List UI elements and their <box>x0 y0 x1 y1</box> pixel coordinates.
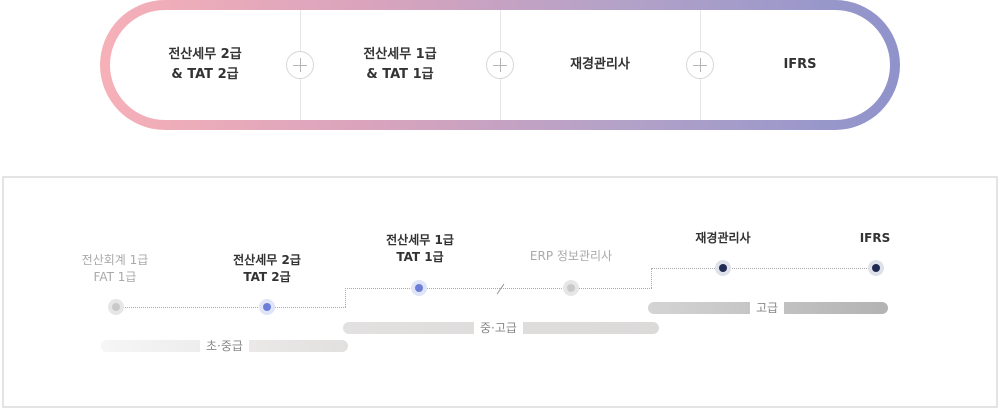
certification-path-pill: 전산세무 2급 & TAT 2급 전산세무 1급 & TAT 1급 재경관리사 … <box>100 0 900 130</box>
roadmap-item-5-line1: 재경관리사 <box>695 231 751 245</box>
roadmap-item-3-dot <box>411 280 427 296</box>
roadmap-item-1-line1: 전산회계 1급 <box>81 253 149 267</box>
step-2-line2: & TAT 1급 <box>366 67 434 82</box>
roadmap-item-5-dot <box>715 260 731 276</box>
roadmap-connector <box>116 307 346 308</box>
roadmap-item-1-line2: FAT 1급 <box>93 270 137 284</box>
step-3-line1: 재경관리사 <box>570 57 630 72</box>
step-4: IFRS <box>700 10 900 120</box>
step-1-line1: 전산세무 2급 <box>168 47 242 62</box>
roadmap-item-6-line1: IFRS <box>859 231 891 245</box>
roadmap-item-4-dot <box>563 280 579 296</box>
step-2: 전산세무 1급 & TAT 1급 <box>300 10 500 120</box>
roadmap-item-4-label: ERP 정보관리사 <box>511 248 631 265</box>
plus-icon <box>286 51 314 79</box>
plus-icon <box>486 51 514 79</box>
step-3: 재경관리사 <box>500 10 700 120</box>
level-label-beginner: 초·중급 <box>200 339 249 353</box>
roadmap-connector <box>345 288 346 307</box>
step-1: 전산세무 2급 & TAT 2급 <box>110 10 300 120</box>
roadmap-item-2-line2: TAT 2급 <box>243 270 291 284</box>
roadmap-item-2-dot <box>259 299 275 315</box>
roadmap-item-3-line2: TAT 1급 <box>396 250 444 264</box>
roadmap-connector <box>651 268 652 288</box>
roadmap-item-6-label: IFRS <box>835 230 915 247</box>
plus-icon <box>686 51 714 79</box>
roadmap-connector <box>651 268 877 269</box>
roadmap-item-1-label: 전산회계 1급 FAT 1급 <box>60 252 170 286</box>
roadmap-item-3-label: 전산세무 1급 TAT 1급 <box>365 232 475 266</box>
level-label-intermediate: 중·고급 <box>474 321 523 335</box>
roadmap-item-5-label: 재경관리사 <box>668 230 778 247</box>
step-1-line2: & TAT 2급 <box>171 67 239 82</box>
roadmap-item-3-line1: 전산세무 1급 <box>386 233 454 247</box>
roadmap-item-2-label: 전산세무 2급 TAT 2급 <box>212 252 322 286</box>
step-2-line1: 전산세무 1급 <box>363 47 437 62</box>
roadmap-item-4-line1: ERP 정보관리사 <box>529 249 613 263</box>
roadmap-connector <box>345 288 652 289</box>
roadmap-item-2-line1: 전산세무 2급 <box>233 253 301 267</box>
roadmap-item-6-dot <box>868 260 884 276</box>
roadmap-item-1-dot <box>108 299 124 315</box>
level-roadmap-box <box>2 176 998 408</box>
level-label-advanced: 고급 <box>750 301 785 315</box>
step-4-line1: IFRS <box>783 57 817 72</box>
